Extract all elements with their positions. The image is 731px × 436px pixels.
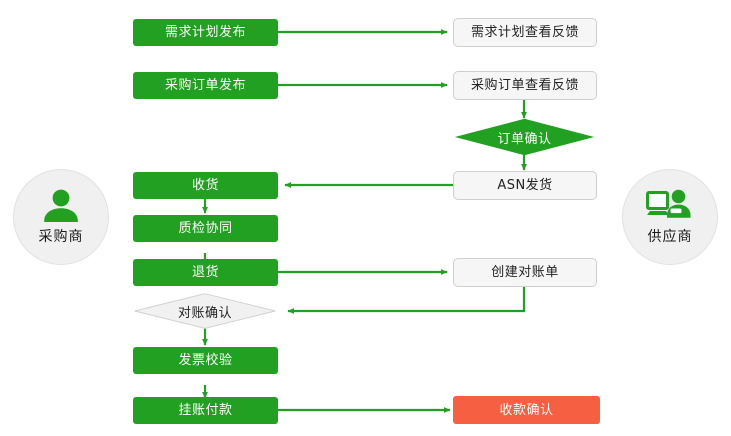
actor-buyer-label: 采购商 <box>38 228 84 245</box>
actor-supplier-label: 供应商 <box>647 228 693 245</box>
node-label: 创建对账单 <box>491 265 559 280</box>
node-label: ASN发货 <box>497 178 553 193</box>
node-order-confirm[interactable]: 订单确认 <box>454 118 595 156</box>
person-icon <box>41 189 81 223</box>
node-label: 需求计划发布 <box>164 25 246 40</box>
node-label: 采购订单发布 <box>164 78 246 93</box>
actor-supplier[interactable]: 供应商 <box>622 169 718 265</box>
edge-n10-n11 <box>287 287 526 314</box>
person-at-computer-icon <box>646 189 694 223</box>
node-label: 采购订单查看反馈 <box>470 78 579 93</box>
node-return-goods[interactable]: 退货 <box>133 259 278 286</box>
node-label: 收货 <box>191 178 219 193</box>
node-label: 对账确认 <box>177 305 232 321</box>
node-label: 收款确认 <box>499 402 554 418</box>
node-create-reconciliation[interactable]: 创建对账单 <box>453 258 597 287</box>
actor-buyer[interactable]: 采购商 <box>13 169 109 265</box>
node-demand-plan-publish[interactable]: 需求计划发布 <box>133 19 278 46</box>
node-purchase-order-publish[interactable]: 采购订单发布 <box>133 72 278 99</box>
node-label: 订单确认 <box>497 131 552 147</box>
node-purchase-order-review[interactable]: 采购订单查看反馈 <box>453 71 597 100</box>
node-quality-inspection[interactable]: 质检协同 <box>133 215 278 242</box>
node-reconciliation-confirm[interactable]: 对账确认 <box>134 293 276 329</box>
node-label: 质检协同 <box>178 221 233 236</box>
node-demand-plan-review[interactable]: 需求计划查看反馈 <box>453 18 597 47</box>
node-label: 需求计划查看反馈 <box>470 25 579 40</box>
node-label: 挂账付款 <box>178 403 233 418</box>
node-payment-receipt-confirm[interactable]: 收款确认 <box>453 396 600 424</box>
node-invoice-verification[interactable]: 发票校验 <box>133 347 278 374</box>
node-label: 发票校验 <box>178 353 233 368</box>
node-receive-goods[interactable]: 收货 <box>133 172 278 199</box>
node-asn-shipment[interactable]: ASN发货 <box>453 171 597 200</box>
node-label: 退货 <box>191 265 219 280</box>
node-payable-payment[interactable]: 挂账付款 <box>133 397 278 424</box>
diamond-shape <box>454 118 595 156</box>
